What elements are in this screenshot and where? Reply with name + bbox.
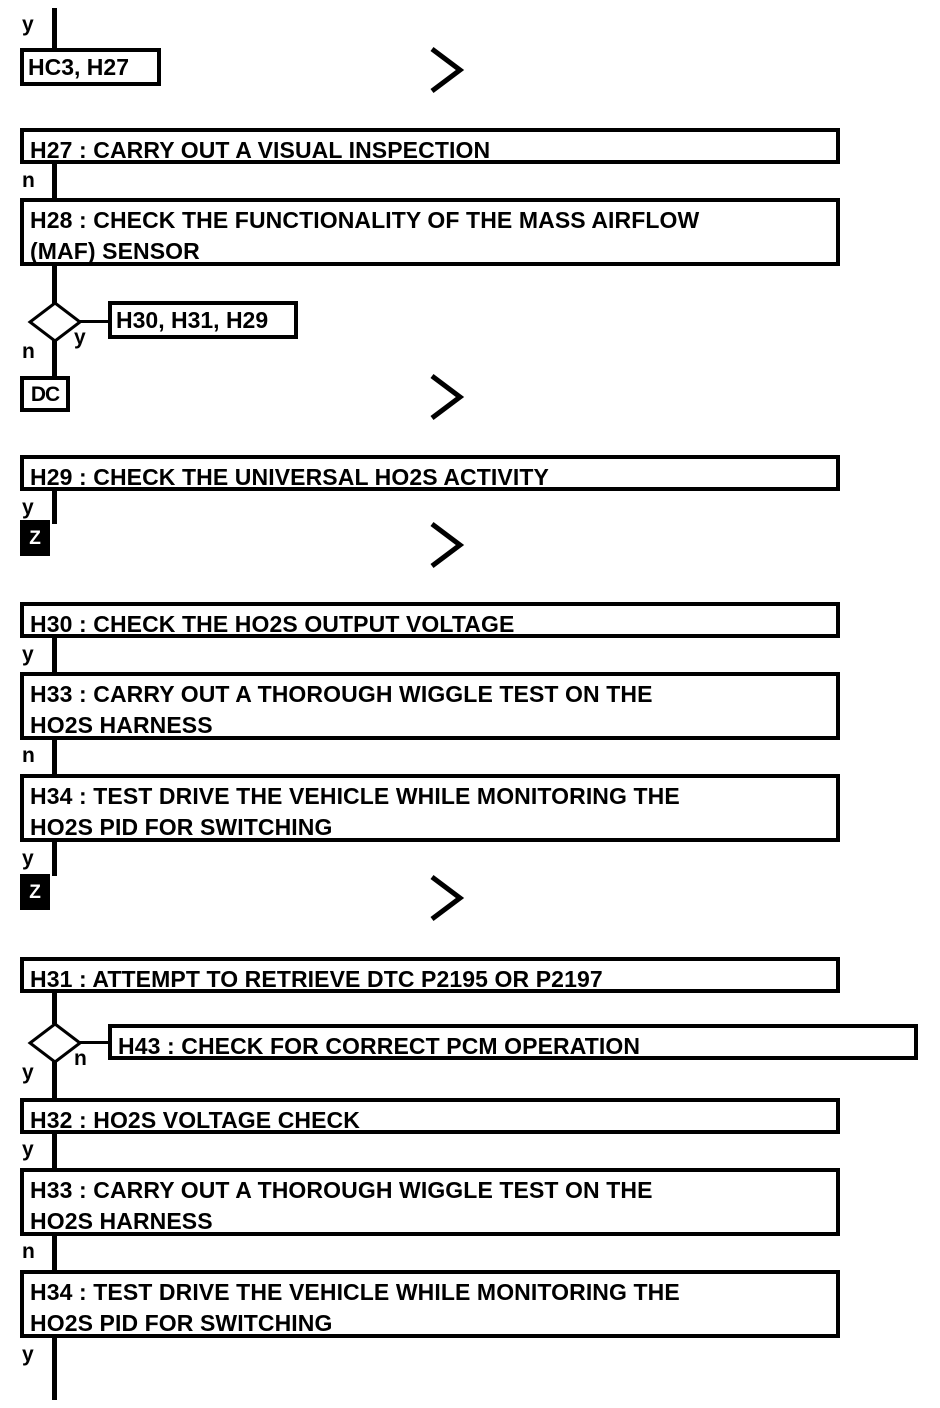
connector-line-decision2-no bbox=[80, 1041, 110, 1044]
branch-label-n-decision1: n bbox=[22, 340, 35, 363]
step-box-h33-second[interactable]: H33 : CARRY OUT A THOROUGH WIGGLE TEST O… bbox=[20, 1168, 840, 1236]
connector-line-h30-h33a bbox=[52, 638, 57, 672]
connector-line-h33b-h34b bbox=[52, 1236, 57, 1270]
step-box-h43[interactable]: H43 : CHECK FOR CORRECT PCM OPERATION bbox=[108, 1024, 918, 1060]
connector-line-h34a-z2 bbox=[52, 842, 57, 876]
step-box-h30[interactable]: H30 : CHECK THE HO2S OUTPUT VOLTAGE bbox=[20, 602, 840, 638]
connector-line-decision1-yes bbox=[80, 320, 110, 323]
branch-label-n-h33-first: n bbox=[22, 744, 35, 767]
branch-label-n-h27: n bbox=[22, 169, 35, 192]
step-box-h28[interactable]: H28 : CHECK THE FUNCTIONALITY OF THE MAS… bbox=[20, 198, 840, 266]
page-break-chevron-icon-4 bbox=[430, 875, 465, 921]
step-box-h29[interactable]: H29 : CHECK THE UNIVERSAL HO2S ACTIVITY bbox=[20, 455, 840, 491]
terminator-box-z-1[interactable]: Z bbox=[20, 520, 50, 556]
connector-line-decision2-yes bbox=[52, 1061, 57, 1099]
branch-label-y-h34-first: y bbox=[22, 847, 34, 870]
connector-line-decision1-no bbox=[52, 340, 57, 378]
connector-line-top bbox=[52, 8, 57, 48]
step-box-h27[interactable]: H27 : CARRY OUT A VISUAL INSPECTION bbox=[20, 128, 840, 164]
branch-label-n-h33-second: n bbox=[22, 1240, 35, 1263]
branch-label-y-h34-second: y bbox=[22, 1343, 34, 1366]
connector-line-h29-z1 bbox=[52, 491, 57, 524]
step-box-h31[interactable]: H31 : ATTEMPT TO RETRIEVE DTC P2195 OR P… bbox=[20, 957, 840, 993]
branch-label-y-decision1: y bbox=[74, 326, 86, 349]
step-box-h32[interactable]: H32 : HO2S VOLTAGE CHECK bbox=[20, 1098, 840, 1134]
terminator-box-z-2[interactable]: Z bbox=[20, 874, 50, 910]
step-box-h34-first[interactable]: H34 : TEST DRIVE THE VEHICLE WHILE MONIT… bbox=[20, 774, 840, 842]
page-break-chevron-icon-2 bbox=[430, 374, 465, 420]
ref-box-hc3-h27[interactable]: HC3, H27 bbox=[20, 48, 161, 86]
branch-label-n-decision2: n bbox=[74, 1047, 87, 1070]
branch-label-y-top: y bbox=[22, 13, 34, 36]
branch-label-y-decision2: y bbox=[22, 1061, 34, 1084]
terminator-box-dc[interactable]: DC bbox=[20, 376, 70, 412]
connector-line-h27-h28 bbox=[52, 164, 57, 198]
page-break-chevron-icon-3 bbox=[430, 522, 465, 568]
connector-line-h33a-h34a bbox=[52, 740, 57, 774]
step-box-h33-first[interactable]: H33 : CARRY OUT A THOROUGH WIGGLE TEST O… bbox=[20, 672, 840, 740]
connector-line-h28-decision1 bbox=[52, 266, 57, 304]
page-break-chevron-icon-1 bbox=[430, 47, 465, 93]
connector-line-h31-decision2 bbox=[52, 993, 57, 1024]
connector-line-h32-h33b bbox=[52, 1134, 57, 1168]
connector-line-h34b-bottom bbox=[52, 1338, 57, 1400]
step-box-h34-second[interactable]: H34 : TEST DRIVE THE VEHICLE WHILE MONIT… bbox=[20, 1270, 840, 1338]
branch-label-y-h32: y bbox=[22, 1138, 34, 1161]
branch-label-y-h30: y bbox=[22, 643, 34, 666]
branch-label-y-h29: y bbox=[22, 496, 34, 519]
ref-box-h30-h31-h29[interactable]: H30, H31, H29 bbox=[108, 301, 298, 339]
